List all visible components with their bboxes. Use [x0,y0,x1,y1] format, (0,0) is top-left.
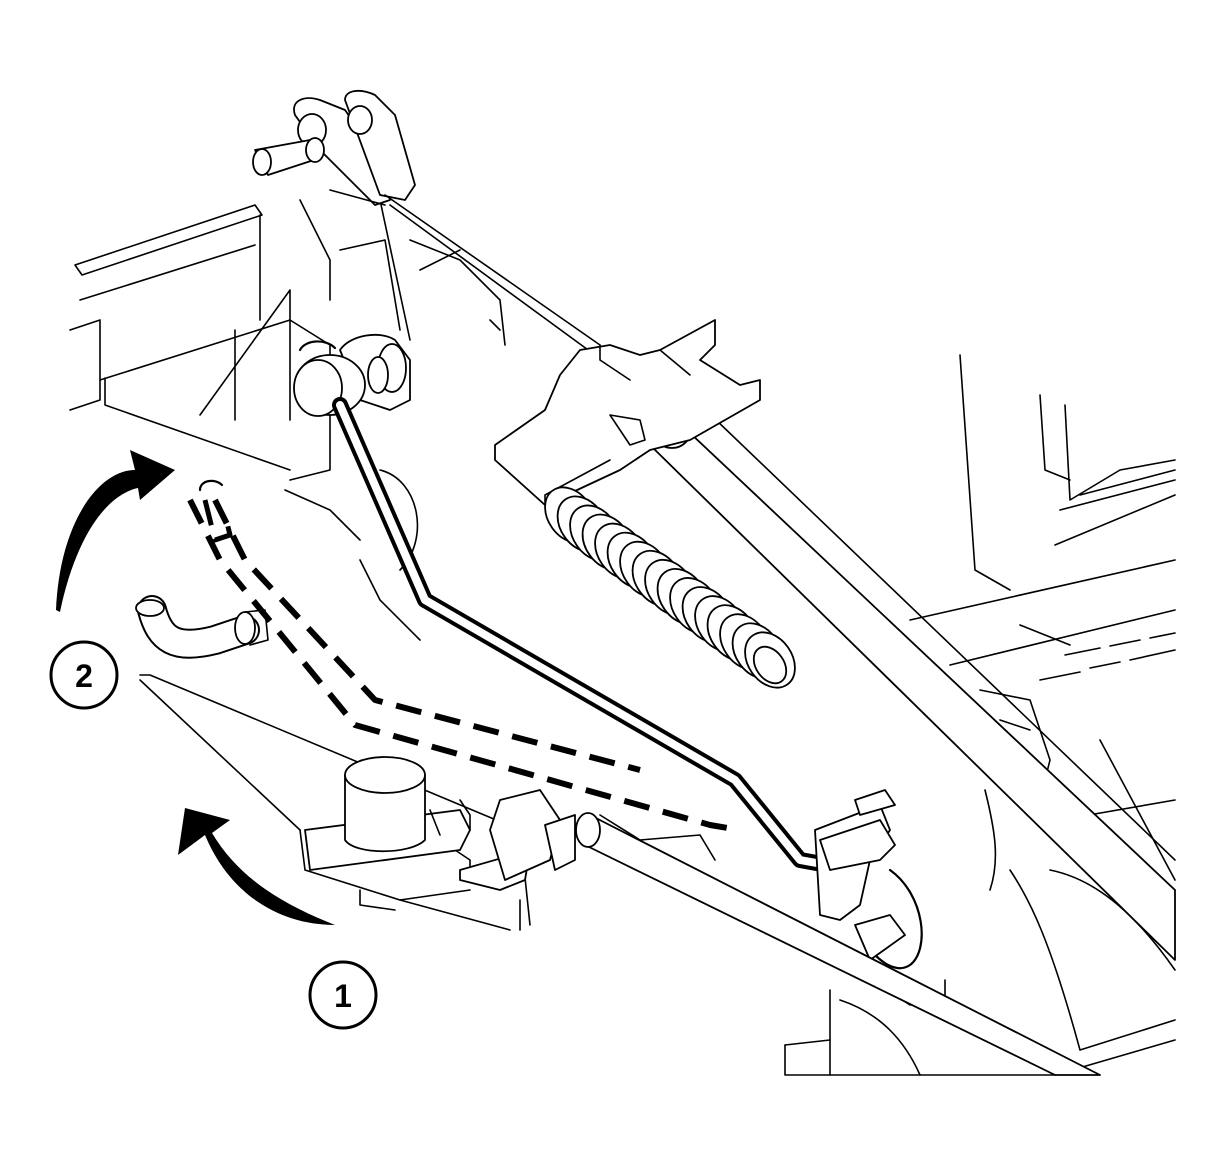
rod-retainer-clip [814,789,923,970]
long-sleeve-tube [649,394,1176,961]
lower-shaft [575,812,1101,1076]
mounting-stud [304,756,471,871]
rotation-arrow-upper [56,450,175,612]
callout-2-label: 2 [75,658,93,694]
callout-1-label: 1 [334,978,352,1014]
callout-1: 1 [308,960,378,1030]
upper-pivot-bracket [252,89,416,206]
coil-spring [544,486,796,689]
upper-cable [384,194,601,346]
housing-background [69,199,1176,1076]
rod-alternate-position [187,479,741,833]
callout-2: 2 [49,640,119,710]
lower-mount [459,789,576,891]
spring-end [752,645,788,685]
rotation-arrow-lower [178,808,335,925]
hose-fitting [135,595,269,659]
